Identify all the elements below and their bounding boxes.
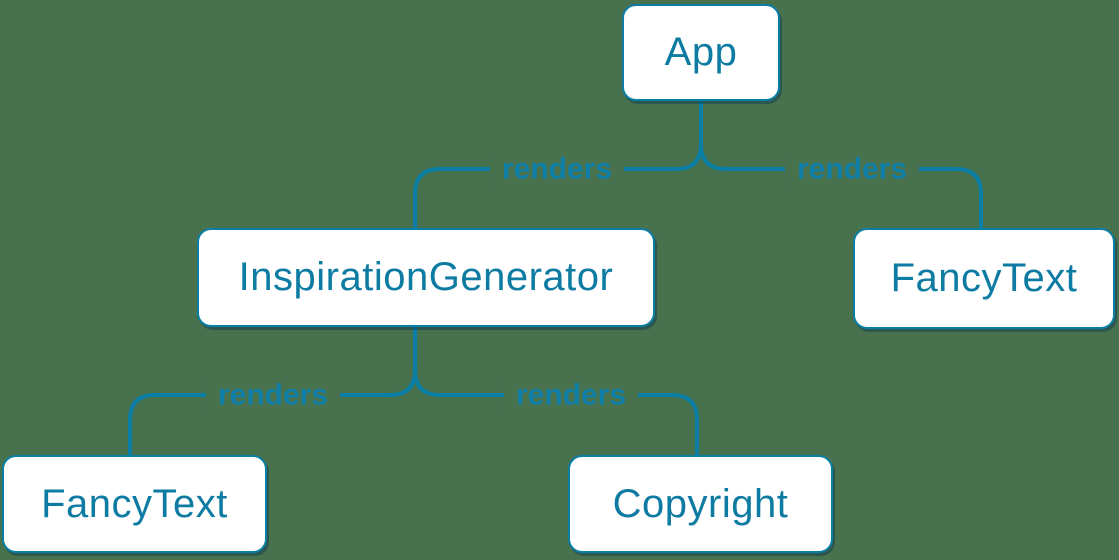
node-fancy-text-bottom-left: FancyText bbox=[2, 455, 267, 553]
node-copyright-label: Copyright bbox=[612, 481, 789, 526]
edge-label-renders-inspirationgenerator-fancytext: renders bbox=[205, 378, 341, 412]
node-inspiration-generator: InspirationGenerator bbox=[197, 228, 655, 327]
edge-label-renders-inspirationgenerator-copyright: renders bbox=[503, 378, 639, 412]
node-app: App bbox=[622, 4, 780, 101]
edge-label-renders-app-fancytext: renders bbox=[784, 152, 920, 186]
node-fancy-text-bottom-left-label: FancyText bbox=[41, 481, 228, 526]
edge-label-renders-app-inspirationgenerator: renders bbox=[489, 152, 625, 186]
node-app-label: App bbox=[664, 30, 738, 74]
node-inspiration-generator-label: InspirationGenerator bbox=[238, 255, 614, 299]
node-fancy-text-top-right: FancyText bbox=[853, 228, 1115, 329]
node-fancy-text-top-right-label: FancyText bbox=[890, 256, 1078, 300]
node-copyright: Copyright bbox=[568, 455, 833, 553]
